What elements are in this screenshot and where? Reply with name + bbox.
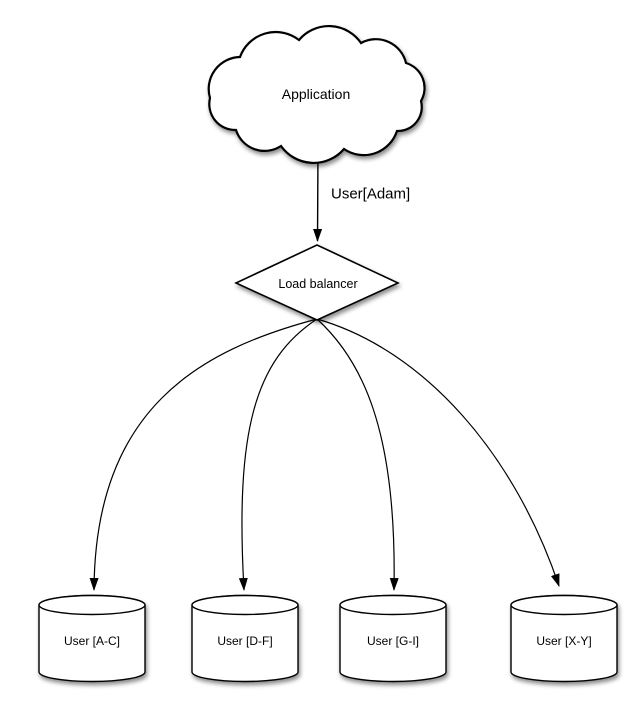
db-cylinder-3	[339, 594, 447, 683]
db-cylinder-4	[510, 594, 618, 683]
db-cylinder-1	[38, 594, 146, 683]
db-cylinder-2	[191, 594, 299, 683]
load-balancer-label: Load balancer	[278, 277, 358, 291]
db-label-a-c: User [A-C]	[63, 634, 121, 648]
edge-lb-to-db1-arrow	[89, 318, 318, 591]
edge-lb-to-db3-arrow	[316, 318, 399, 591]
edge-app-to-lb-arrow	[313, 149, 323, 242]
db-cylinder-1-rim	[38, 594, 146, 616]
db-label-d-f: User [D-F]	[217, 634, 273, 648]
application-label: Application	[281, 86, 351, 102]
edge-lb-to-db2-arrow	[238, 318, 318, 591]
application-cloud-shape	[207, 25, 426, 164]
load-balancer-diamond-shape	[234, 244, 400, 321]
db-cylinder-3-rim	[339, 594, 447, 616]
edge-user-adam-label: User[Adam]	[331, 185, 411, 203]
db-cylinder-2-rim	[191, 594, 299, 616]
db-cylinder-4-rim	[510, 594, 618, 616]
edge-lb-to-db4-arrow	[316, 318, 560, 587]
db-label-x-y: User [X-Y]	[536, 634, 592, 648]
db-label-g-i: User [G-I]	[366, 634, 420, 648]
